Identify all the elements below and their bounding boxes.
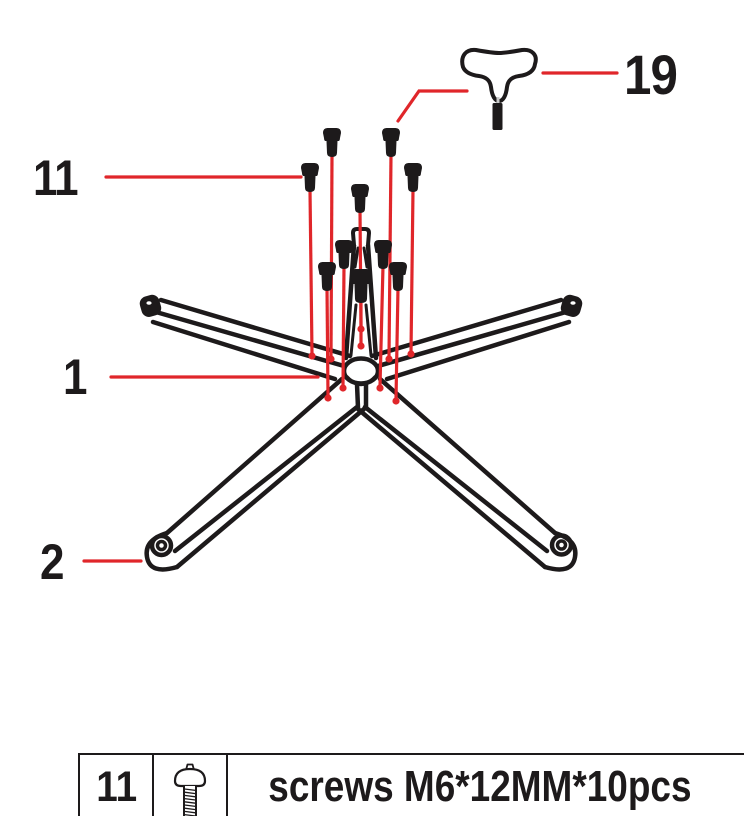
parts-table-description-cell: screws M6*12MM*10pcs [226, 755, 744, 816]
parts-table: 11 screws M6*12MM*10pcs [78, 753, 744, 816]
screws [301, 128, 422, 303]
callout-label-19: 19 [624, 43, 678, 106]
parts-table-icon-cell [152, 755, 226, 816]
screw-guide-line [341, 265, 346, 387]
hub [341, 356, 381, 387]
chair-base-drawing [139, 227, 583, 572]
screw-glyph [323, 128, 341, 157]
part-description: screws M6*12MM*10pcs [268, 762, 692, 811]
screw-hole-dot [357, 342, 365, 350]
hex-key-icon [460, 47, 538, 130]
screw-hole-dot [308, 352, 316, 360]
base-leg-upper-left [139, 294, 353, 382]
screw-glyph [335, 240, 353, 269]
screw-guide-line [308, 189, 314, 355]
screw-hole-dot [376, 384, 384, 392]
callout-label-1: 1 [63, 349, 87, 405]
caster-socket-cap [560, 294, 583, 317]
screw-glyph [301, 163, 319, 192]
caster-hole-ring [549, 533, 574, 557]
screw-glyph [382, 128, 400, 157]
screw-guide-line [378, 265, 385, 387]
base-leg-lower-right [355, 376, 578, 572]
leader-lines [82, 71, 619, 563]
screw-guide-line [329, 154, 334, 358]
part-number: 11 [95, 762, 137, 811]
callout-label-2: 2 [40, 534, 64, 590]
base-leg-lower-left [144, 376, 367, 572]
screw-guide-line [394, 287, 400, 400]
parts-table-ref-cell: 11 [80, 755, 152, 816]
screw-hole-dot [392, 397, 400, 405]
screw-glyph [374, 240, 392, 269]
caster-socket-cap [139, 294, 162, 317]
caster-hole-ring [149, 533, 174, 558]
button-head-screw-icon [174, 763, 207, 816]
hub-cone-stub [354, 381, 369, 411]
base-leg-upper-right [369, 294, 583, 382]
screw-glyph-inserted [351, 269, 371, 303]
screw-hole-dot [407, 350, 415, 358]
screw-guide-lines [308, 154, 415, 405]
screw-glyph [404, 163, 422, 192]
screw-hole-dot [357, 325, 365, 333]
screw-hole-dot [324, 394, 332, 402]
assembly-diagram [82, 47, 619, 572]
callout-label-11: 11 [33, 150, 79, 206]
screw-guide-line [387, 154, 393, 358]
screw-guide-line [409, 189, 415, 353]
leader-line-tool-to-screw [396, 89, 469, 123]
screw-hole-dot [385, 355, 393, 363]
screw-guide-line [325, 287, 330, 397]
screw-hole-dot [339, 384, 347, 392]
screw-glyph [351, 184, 369, 213]
screw-hole-dot [327, 355, 335, 363]
screw-glyph [318, 262, 336, 291]
screw-glyph [389, 262, 407, 291]
